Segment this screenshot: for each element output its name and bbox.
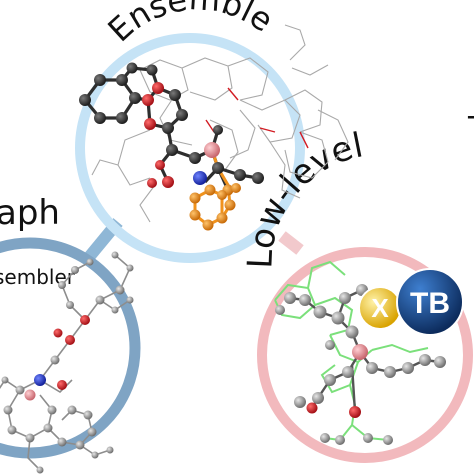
graph-ring — [0, 237, 141, 459]
graph-label: aph — [0, 193, 60, 233]
molecule-graph-icon — [0, 251, 134, 474]
partial-right-text: T — [467, 111, 474, 146]
tb-badge-label: TB — [410, 287, 450, 320]
molecule-lowlevel-icon — [274, 260, 446, 445]
tb-badge: TB — [396, 268, 464, 336]
x-badge-label: X — [371, 293, 389, 323]
molecule-ensemble-icon — [79, 24, 349, 231]
connector-ensemble-lowlevel — [278, 231, 304, 255]
low-level-label: Low-level — [240, 125, 366, 269]
low-level-ring — [257, 247, 473, 463]
x-badge: X — [358, 286, 402, 330]
ensemble-ring — [75, 33, 305, 263]
